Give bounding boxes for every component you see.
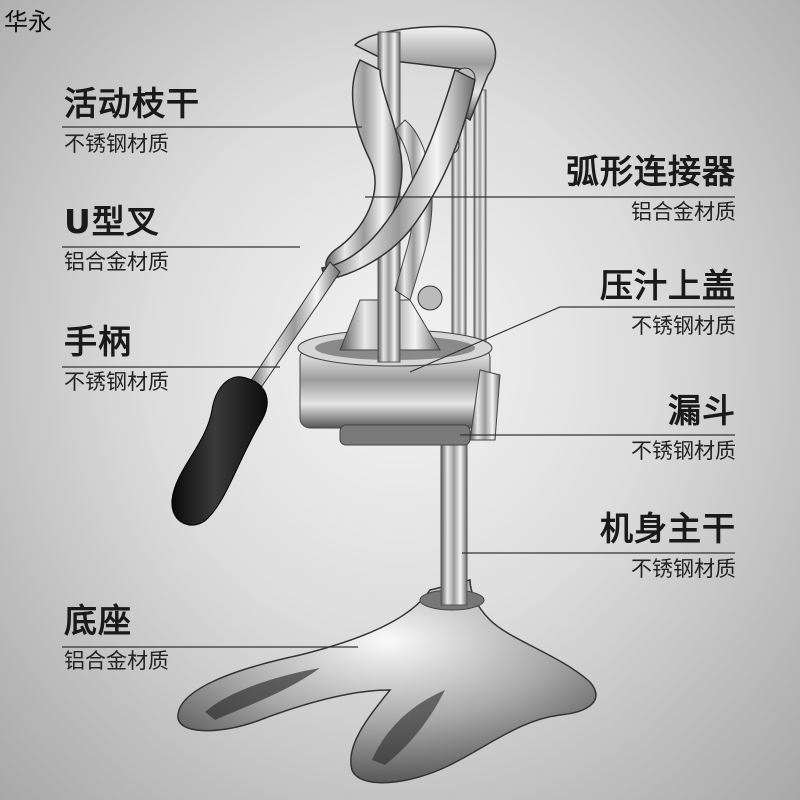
handle-grip [171,376,268,526]
leader-lines [62,126,735,648]
label-movable-arm: 活动枝干 不锈钢材质 [64,84,200,158]
label-name: U型叉 [64,202,160,241]
label-material: 不锈钢材质 [64,370,169,394]
label-material: 不锈钢材质 [631,557,736,581]
label-name: 弧形连接器 [566,152,736,191]
label-arc-connector: 弧形连接器 铝合金材质 [566,152,736,226]
label-base: 底座 铝合金材质 [64,601,169,675]
label-name: 底座 [64,601,132,640]
label-name: 活动枝干 [64,84,200,123]
main-column-part [440,429,468,606]
label-name: 机身主干 [600,509,736,548]
label-name: 手柄 [64,322,132,361]
label-material: 不锈钢材质 [631,439,736,463]
label-name: 漏斗 [668,391,736,430]
label-funnel: 漏斗 不锈钢材质 [631,391,736,465]
label-main-column: 机身主干 不锈钢材质 [600,509,736,583]
label-material: 铝合金材质 [64,649,169,673]
label-material: 铝合金材质 [64,250,169,274]
label-material: 不锈钢材质 [64,132,169,156]
arm-assembly [171,58,476,526]
label-u-fork: U型叉 铝合金材质 [64,202,169,276]
label-handle: 手柄 不锈钢材质 [64,322,169,396]
label-name: 压汁上盖 [600,266,736,305]
base-part [177,579,597,784]
label-material: 铝合金材质 [631,200,736,224]
brand-watermark: 华永 [4,8,52,36]
label-press-cover: 压汁上盖 不锈钢材质 [600,266,736,340]
label-material: 不锈钢材质 [631,314,736,338]
